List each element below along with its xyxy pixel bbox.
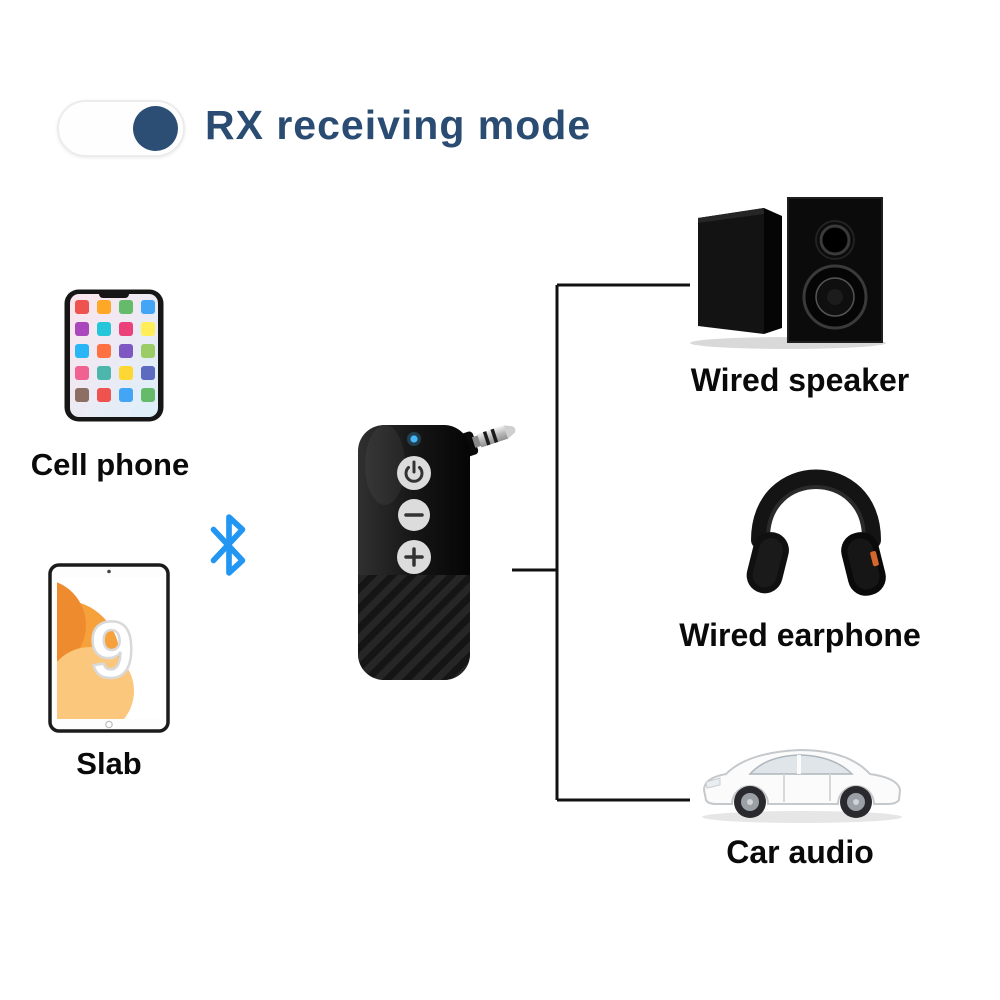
earcup-accent	[870, 551, 879, 567]
tablet-wallpaper: 9	[57, 582, 136, 719]
app-icons-grid	[75, 300, 155, 402]
tablet-camera	[107, 569, 111, 574]
cell-phone-label: Cell phone	[30, 447, 190, 482]
power-button-icon	[397, 456, 431, 490]
car-body	[702, 748, 902, 805]
bluetooth-icon	[210, 514, 246, 576]
slab-label: Slab	[76, 746, 142, 781]
car-image	[702, 748, 902, 823]
receiver-device-image	[358, 425, 516, 680]
wired-earphone-image	[746, 469, 886, 596]
left-speaker	[698, 208, 782, 334]
wired-earphone-label: Wired earphone	[679, 617, 921, 653]
tablet-home-button	[105, 720, 113, 729]
smartphone-image	[64, 289, 164, 422]
receiver-grip-texture	[358, 575, 470, 680]
led-indicator	[410, 435, 418, 443]
left-ear-cup	[746, 532, 789, 594]
phone-notch	[99, 290, 129, 298]
tablet-screen-digit: 9	[90, 605, 135, 694]
car-audio-label: Car audio	[726, 834, 874, 870]
headlight	[705, 777, 721, 789]
right-speaker	[787, 197, 883, 343]
wired-speaker-label: Wired speaker	[690, 362, 910, 398]
volume-up-button-icon	[397, 540, 431, 574]
mode-toggle-knob	[133, 106, 178, 151]
tablet-image: 9	[48, 563, 170, 733]
rear-wheel	[840, 786, 872, 818]
mode-toggle	[57, 100, 185, 157]
right-ear-cup	[841, 532, 886, 596]
front-wheel	[734, 786, 766, 818]
mode-title: RX receiving mode	[205, 102, 592, 148]
connection-lines	[512, 283, 690, 802]
tweeter	[819, 224, 851, 256]
wired-speaker-image	[690, 197, 886, 349]
headband	[751, 469, 881, 549]
volume-down-button-icon	[398, 499, 430, 531]
